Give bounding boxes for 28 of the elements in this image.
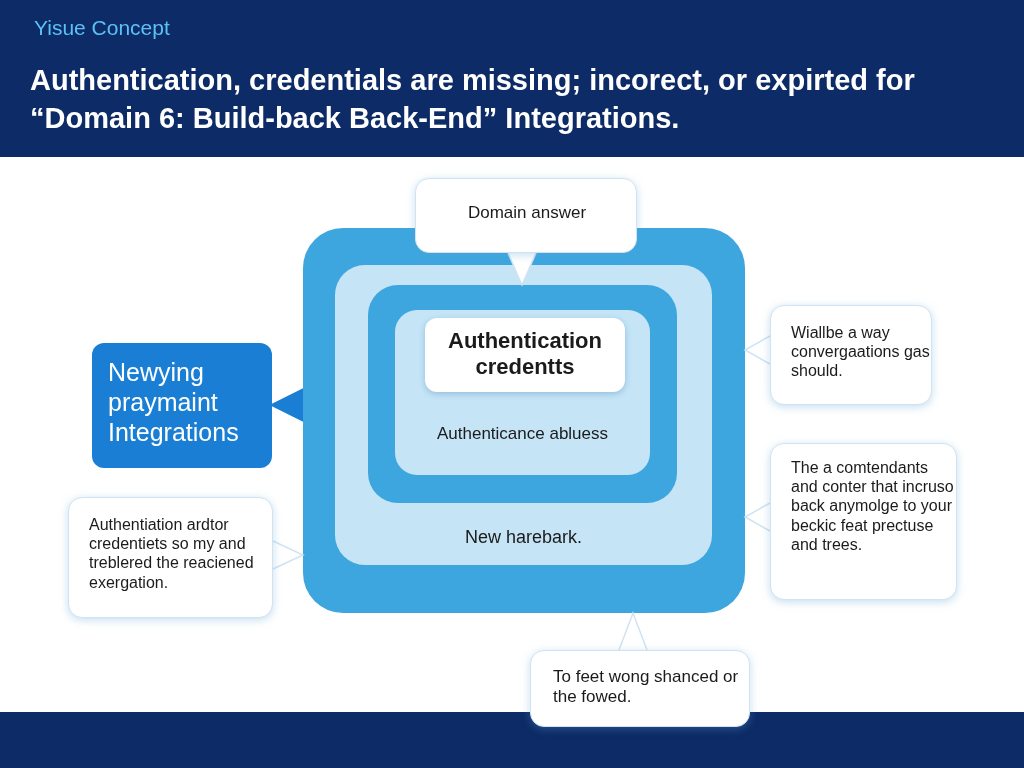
node-text: Wiallbe a way convergaations gas should. xyxy=(791,323,931,381)
inner-frame xyxy=(368,285,677,503)
heading-text: Authentication credentts xyxy=(447,328,603,381)
bubble-tail xyxy=(507,252,537,287)
node-text: New harebark. xyxy=(463,527,584,549)
node-text: Domain answer xyxy=(466,203,588,224)
speech-bubble xyxy=(770,305,932,405)
bubble-tail xyxy=(743,502,771,532)
outer-frame xyxy=(303,228,745,613)
bubble-tail xyxy=(272,540,305,570)
heading-card xyxy=(425,318,625,392)
subtitle-label: Yisue Concept xyxy=(34,16,170,40)
source-box xyxy=(92,343,272,468)
inner-panel xyxy=(335,265,712,565)
speech-bubble xyxy=(415,178,637,253)
node-text: The a comtendants and conter that incruso back anymolge to your beckic feat prectuse and trees. xyxy=(791,458,955,554)
speech-bubble xyxy=(770,443,957,600)
core-panel xyxy=(395,310,650,475)
bubble-tail xyxy=(743,335,771,365)
node-text: Authentiation ardtor credentiets so my and treblered the reaciened exergation. xyxy=(89,515,255,592)
speech-bubble xyxy=(530,650,750,727)
speech-bubble xyxy=(68,497,273,618)
bubble-tail xyxy=(618,610,648,651)
node-text: Authenticance abluess xyxy=(435,424,610,445)
node-text: To feet wong shanced or the fowed. xyxy=(553,667,740,708)
node-text: Newying praymaint Integrations xyxy=(108,357,240,447)
arrow xyxy=(269,388,303,422)
title: Authentication, credentials are missing; incorect, or expirted for “Domain 6: Build-back Back-End” Integrations. xyxy=(30,63,916,136)
